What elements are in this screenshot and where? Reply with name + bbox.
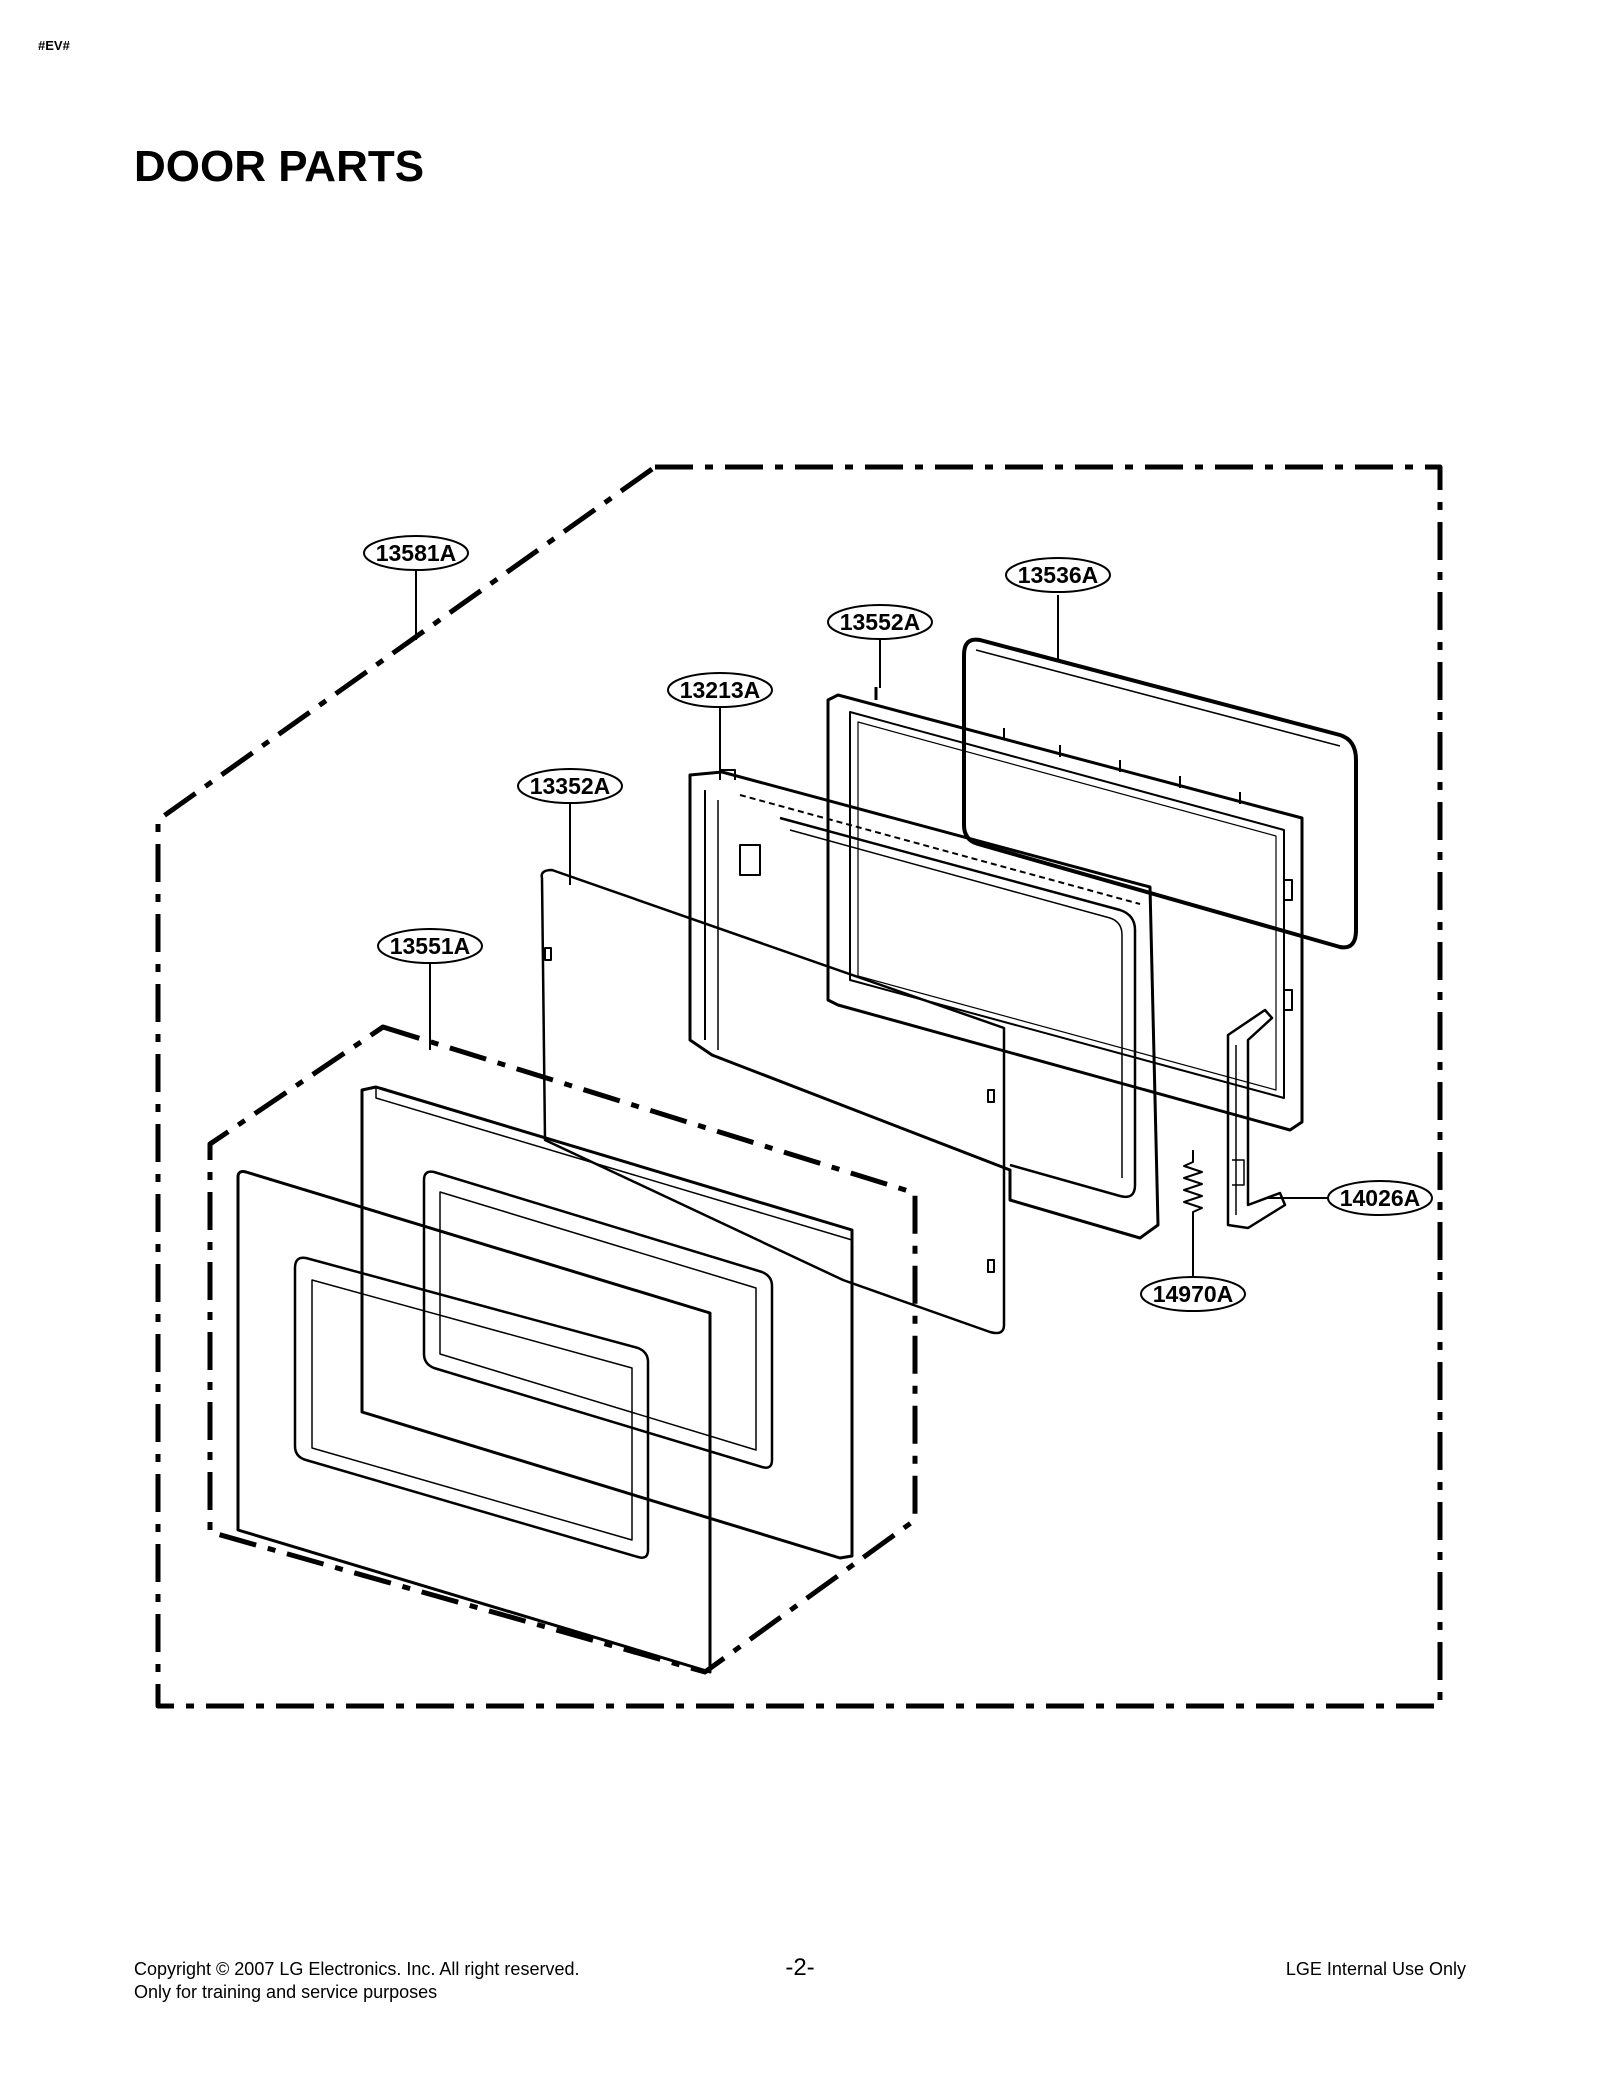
svg-text:13581A: 13581A [376, 540, 457, 566]
callout-13352A: 13352A [517, 768, 623, 804]
callout-14970A: 14970A [1140, 1276, 1246, 1312]
rear-window-panel [962, 637, 1358, 950]
door-latch-hook [1226, 1008, 1287, 1230]
footer-internal-use: LGE Internal Use Only [1285, 1959, 1466, 1979]
callout-14026A: 14026A [1327, 1180, 1433, 1216]
door-glass-frame [360, 1085, 854, 1560]
rear-door-frame [826, 687, 1304, 1132]
svg-text:14026A: 14026A [1340, 1185, 1421, 1211]
footer-copyright: Copyright © 2007 LG Electronics. Inc. Al… [134, 1959, 580, 1979]
callout-13551A: 13551A [377, 928, 483, 964]
page-title: DOOR PARTS [134, 142, 425, 191]
leader-lines [415, 569, 1328, 1278]
latch-spring [1183, 1150, 1203, 1222]
page-number: -2- [785, 1954, 815, 1981]
svg-text:14970A: 14970A [1153, 1281, 1234, 1307]
door-inner-frame [688, 769, 1160, 1240]
svg-text:13352A: 13352A [530, 773, 611, 799]
shield-plate-slots [544, 947, 995, 1273]
outer-assembly-boundary [155, 464, 1443, 1709]
callout-13536A: 13536A [1005, 557, 1111, 593]
footer-copyright-block: Copyright © 2007 LG Electronics. Inc. Al… [134, 1958, 579, 2004]
document-code: #EV# [38, 38, 70, 53]
svg-text:13536A: 13536A [1018, 562, 1099, 588]
footer-purpose: Only for training and service purposes [134, 1982, 438, 2002]
shield-plate [540, 868, 1006, 1335]
callout-13552A: 13552A [827, 604, 933, 640]
callout-13581A: 13581A [363, 535, 469, 571]
svg-text:13551A: 13551A [390, 933, 471, 959]
door-front-frame [236, 1170, 712, 1674]
callout-13213A: 13213A [667, 672, 773, 708]
svg-text:13213A: 13213A [680, 677, 761, 703]
svg-text:13552A: 13552A [840, 609, 921, 635]
